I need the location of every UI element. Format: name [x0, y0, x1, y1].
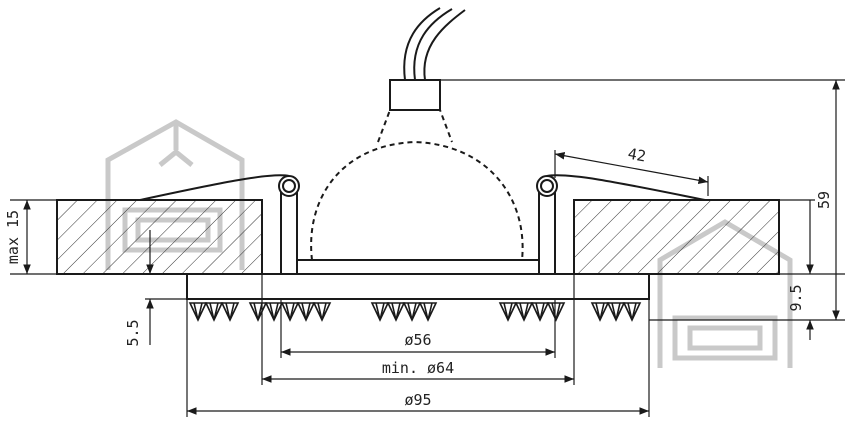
crystal: [188, 302, 208, 322]
crystal: [264, 302, 284, 322]
dim-9-5: 9.5: [787, 284, 805, 311]
dim-min-diameter-64: min. ø64: [382, 359, 454, 377]
crystal: [280, 302, 300, 322]
dim-5-5: 5.5: [124, 319, 142, 346]
fixture: [139, 7, 706, 300]
crystal: [402, 302, 422, 322]
crystal: [220, 302, 240, 322]
crystal: [386, 302, 406, 322]
crystal: [296, 302, 316, 322]
crystal: [204, 302, 224, 322]
crystal: [530, 302, 550, 322]
crystal: [498, 302, 518, 322]
crystal: [546, 302, 566, 322]
crystal: [514, 302, 534, 322]
dim-42: 42: [626, 145, 647, 166]
ceiling-section-right: [573, 199, 780, 275]
dim-max-15: max 15: [4, 210, 22, 264]
crystal: [418, 302, 438, 322]
crystal: [312, 302, 332, 322]
crystal: [622, 302, 642, 322]
dim-diameter-95: ø95: [404, 391, 431, 409]
dim-59: 59: [815, 191, 833, 209]
crystal: [248, 302, 268, 322]
ceiling-section-left: [56, 199, 263, 275]
dimension-lines: [10, 79, 845, 417]
crystal: [606, 302, 626, 322]
crystal: [590, 302, 610, 322]
crystal-row: [188, 302, 642, 322]
dim-diameter-56: ø56: [404, 331, 431, 349]
crystal: [370, 302, 390, 322]
